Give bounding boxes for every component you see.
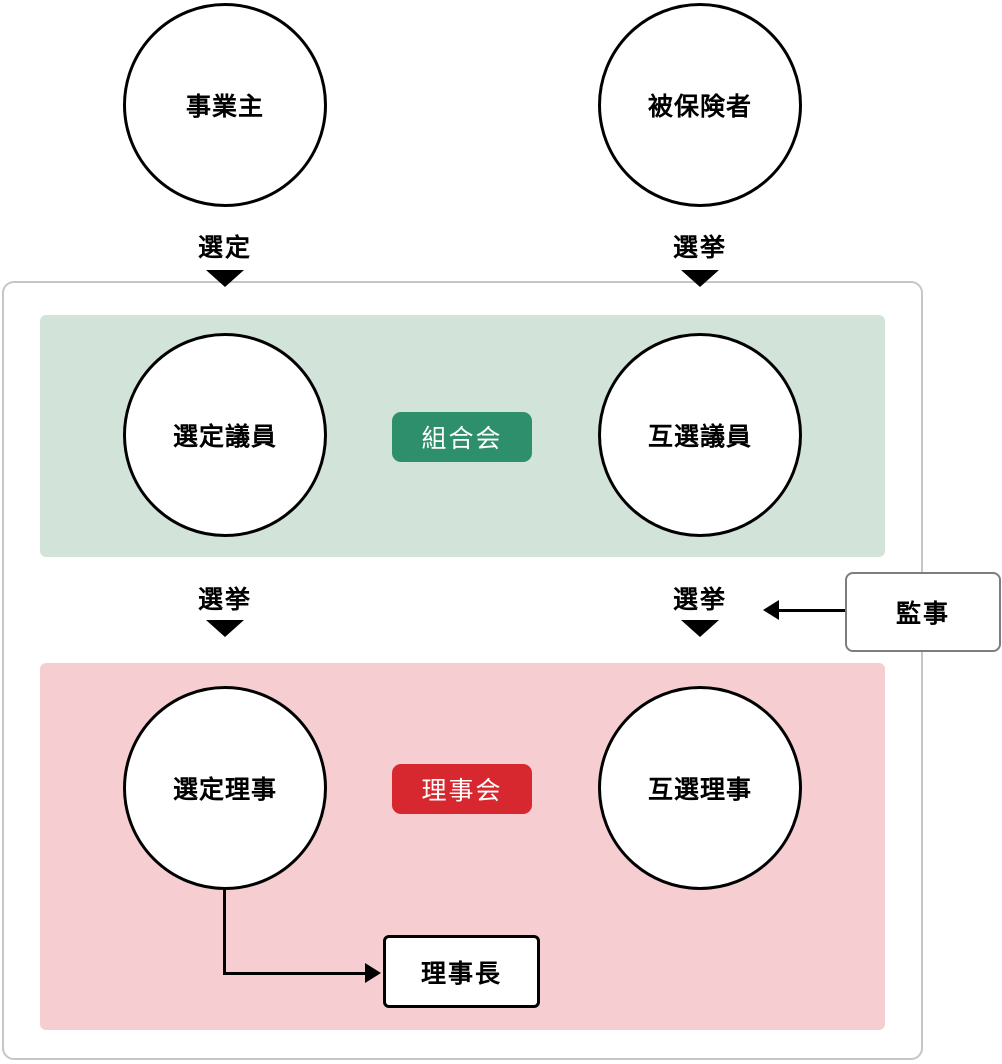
election-label-mid-right: 選挙 (672, 586, 728, 614)
election-label-mid-left: 選挙 (197, 586, 253, 614)
auditor-box: 監事 (845, 572, 1001, 652)
board-badge: 理事会 (392, 764, 532, 814)
elected-councilor-circle: 互選議員 (598, 333, 802, 537)
down-arrow-icon (681, 270, 719, 287)
left-arrowhead-icon (763, 600, 779, 620)
union-assembly-badge: 組合会 (392, 412, 532, 462)
selection-label-top-left: 選定 (197, 234, 253, 262)
employer-circle: 事業主 (123, 3, 327, 207)
insured-circle: 被保険者 (598, 3, 802, 207)
down-arrow-icon (206, 270, 244, 287)
auditor-arrow-line (779, 609, 845, 612)
chairman-arrow-hline (223, 972, 367, 975)
down-arrow-icon (681, 620, 719, 637)
elected-director-circle: 互選理事 (598, 686, 802, 890)
election-label-top-right: 選挙 (672, 234, 728, 262)
chairman-box: 理事長 (383, 935, 540, 1008)
down-arrow-icon (206, 620, 244, 637)
selected-councilor-circle: 選定議員 (123, 333, 327, 537)
chairman-arrow-vline (223, 889, 226, 975)
selected-director-circle: 選定理事 (123, 686, 327, 890)
outer-frame (2, 281, 923, 1060)
right-arrowhead-icon (365, 963, 381, 983)
